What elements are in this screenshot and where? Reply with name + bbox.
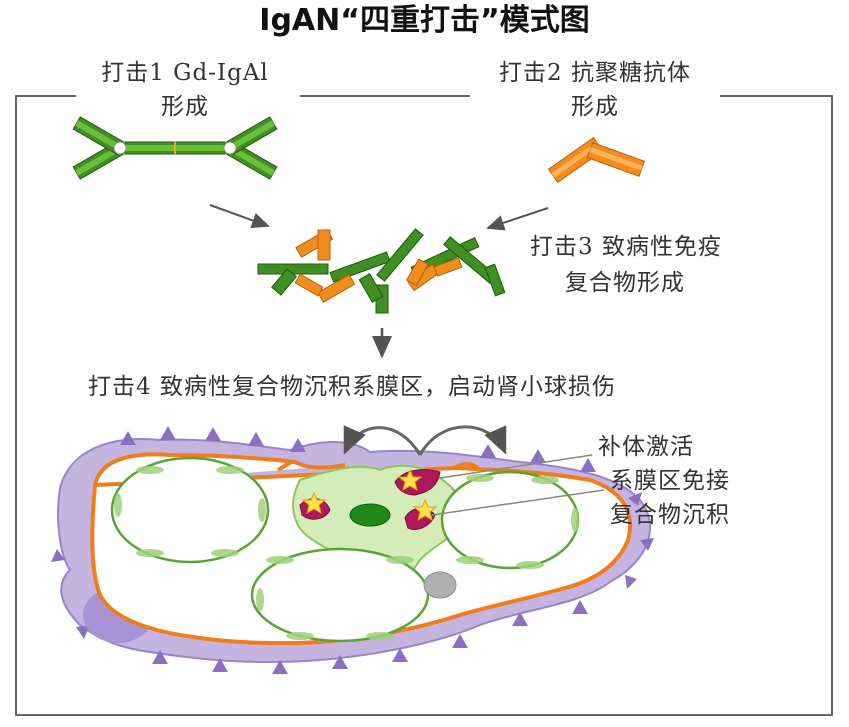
arrow-hit2-to-hit3 [486,207,549,231]
hit1-label: 打击1 Gd-IgAl [101,60,269,86]
hit4-label: 打击4 致病性复合物沉积系膜区，启动肾小球损伤 [88,374,616,400]
complement-star-icon [412,498,438,522]
immune-complex-icon [257,228,506,314]
arrow-hit1-to-hit3 [209,204,270,229]
glomerulus-illustration [51,425,654,674]
mesangial-cell-nucleus [349,503,391,527]
page-title: IgAN“四重打击”模式图 [259,3,590,38]
hit2-label: 打击2 抗聚糖抗体 [499,60,691,86]
complement-star-icon [397,468,423,492]
mesangial-deposit-label-line2: 复合物沉积 [610,502,730,528]
outer-frame [15,95,833,716]
hit1-label-line2: 形成 [161,94,209,120]
mesangial-deposit-label: 系膜区免接 [610,468,730,494]
mesangium [292,464,465,600]
complement-arrow-left [343,425,422,456]
complement-activation-label: 补体激活 [598,434,694,460]
leader-line-complement [439,454,593,479]
complement-arrow-right [418,425,507,456]
hit2-label-line2: 形成 [571,94,619,120]
hit3-label: 打击3 致病性免疫 [530,234,722,260]
gd-iga1-molecule-icon [72,116,278,180]
complement-star-icon [301,491,327,515]
anti-glycan-antibody-icon [547,137,646,184]
hit3-label-line2: 复合物形成 [565,270,685,296]
leader-line-deposit [431,489,605,516]
